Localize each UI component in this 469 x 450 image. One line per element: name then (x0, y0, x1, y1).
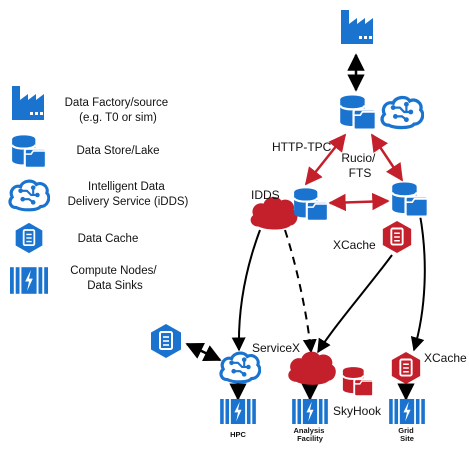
label-xcache-right: XCache (424, 351, 467, 365)
top-data-store-icon (339, 94, 377, 131)
xcache-grid-icon (390, 351, 422, 385)
factory-icon (12, 86, 44, 120)
legend: Data Factory/source (e.g. T0 or sim) Dat… (8, 86, 189, 294)
arrow-store-to-grid-cache (410, 214, 426, 352)
top-idds-brain-icon (380, 95, 424, 130)
arrow-left-right-store (328, 192, 390, 212)
legend-label-factory: Data Factory/source (e.g. T0 or sim) (65, 97, 172, 124)
servicex-red-cloud-icon (288, 351, 336, 385)
compute-node-icon (10, 267, 48, 294)
legend-label-idds: Intelligent Data Delivery Service (iDDS) (68, 181, 189, 208)
arrow-cache-hpc-brain (185, 342, 222, 362)
legend-label-store: Data Store/Lake (76, 145, 159, 157)
arrow-top-to-left-store (304, 133, 347, 186)
grid-compute-icon (389, 399, 425, 424)
label-hpc: HPC (230, 430, 246, 439)
hpc-idds-brain-icon (219, 351, 261, 384)
label-analysis-facility: Analysis Facility (294, 426, 327, 443)
arrow-top-to-right-store (370, 133, 404, 182)
legend-label-cache: Data Cache (78, 233, 139, 245)
skyhook-red-store-icon (341, 366, 375, 398)
arrow-xcache-to-servicex (317, 254, 393, 354)
arrow-idds-to-servicex-dashed (284, 229, 317, 354)
diagram-labels: HTTP-TPC Rucio/ FTS IDDS XCache ServiceX… (230, 140, 467, 443)
data-store-icon (11, 134, 47, 169)
left-data-store-icon (293, 187, 329, 222)
arrow-idds-to-hpc (231, 229, 261, 352)
top-factory-icon (341, 10, 373, 44)
label-idds: IDDS (251, 188, 280, 202)
label-http-tpc: HTTP-TPC (272, 140, 332, 154)
blue-data-cache-icon (150, 323, 182, 359)
label-xcache-mid: XCache (333, 238, 376, 252)
right-data-store-icon (391, 181, 429, 218)
xcache-mid-icon (381, 220, 413, 254)
label-skyhook: SkyHook (333, 404, 382, 418)
label-rucio-fts: Rucio/ FTS (341, 151, 378, 180)
legend-label-compute: Compute Nodes/ Data Sinks (70, 265, 160, 292)
connectors (185, 53, 426, 401)
label-servicex: ServiceX (252, 341, 300, 355)
data-cache-icon (14, 222, 44, 254)
label-grid-site: Grid Site (398, 426, 416, 443)
analysis-compute-icon (292, 399, 328, 424)
hpc-compute-icon (220, 399, 256, 424)
nodes (150, 10, 429, 424)
idds-brain-icon (8, 179, 50, 212)
